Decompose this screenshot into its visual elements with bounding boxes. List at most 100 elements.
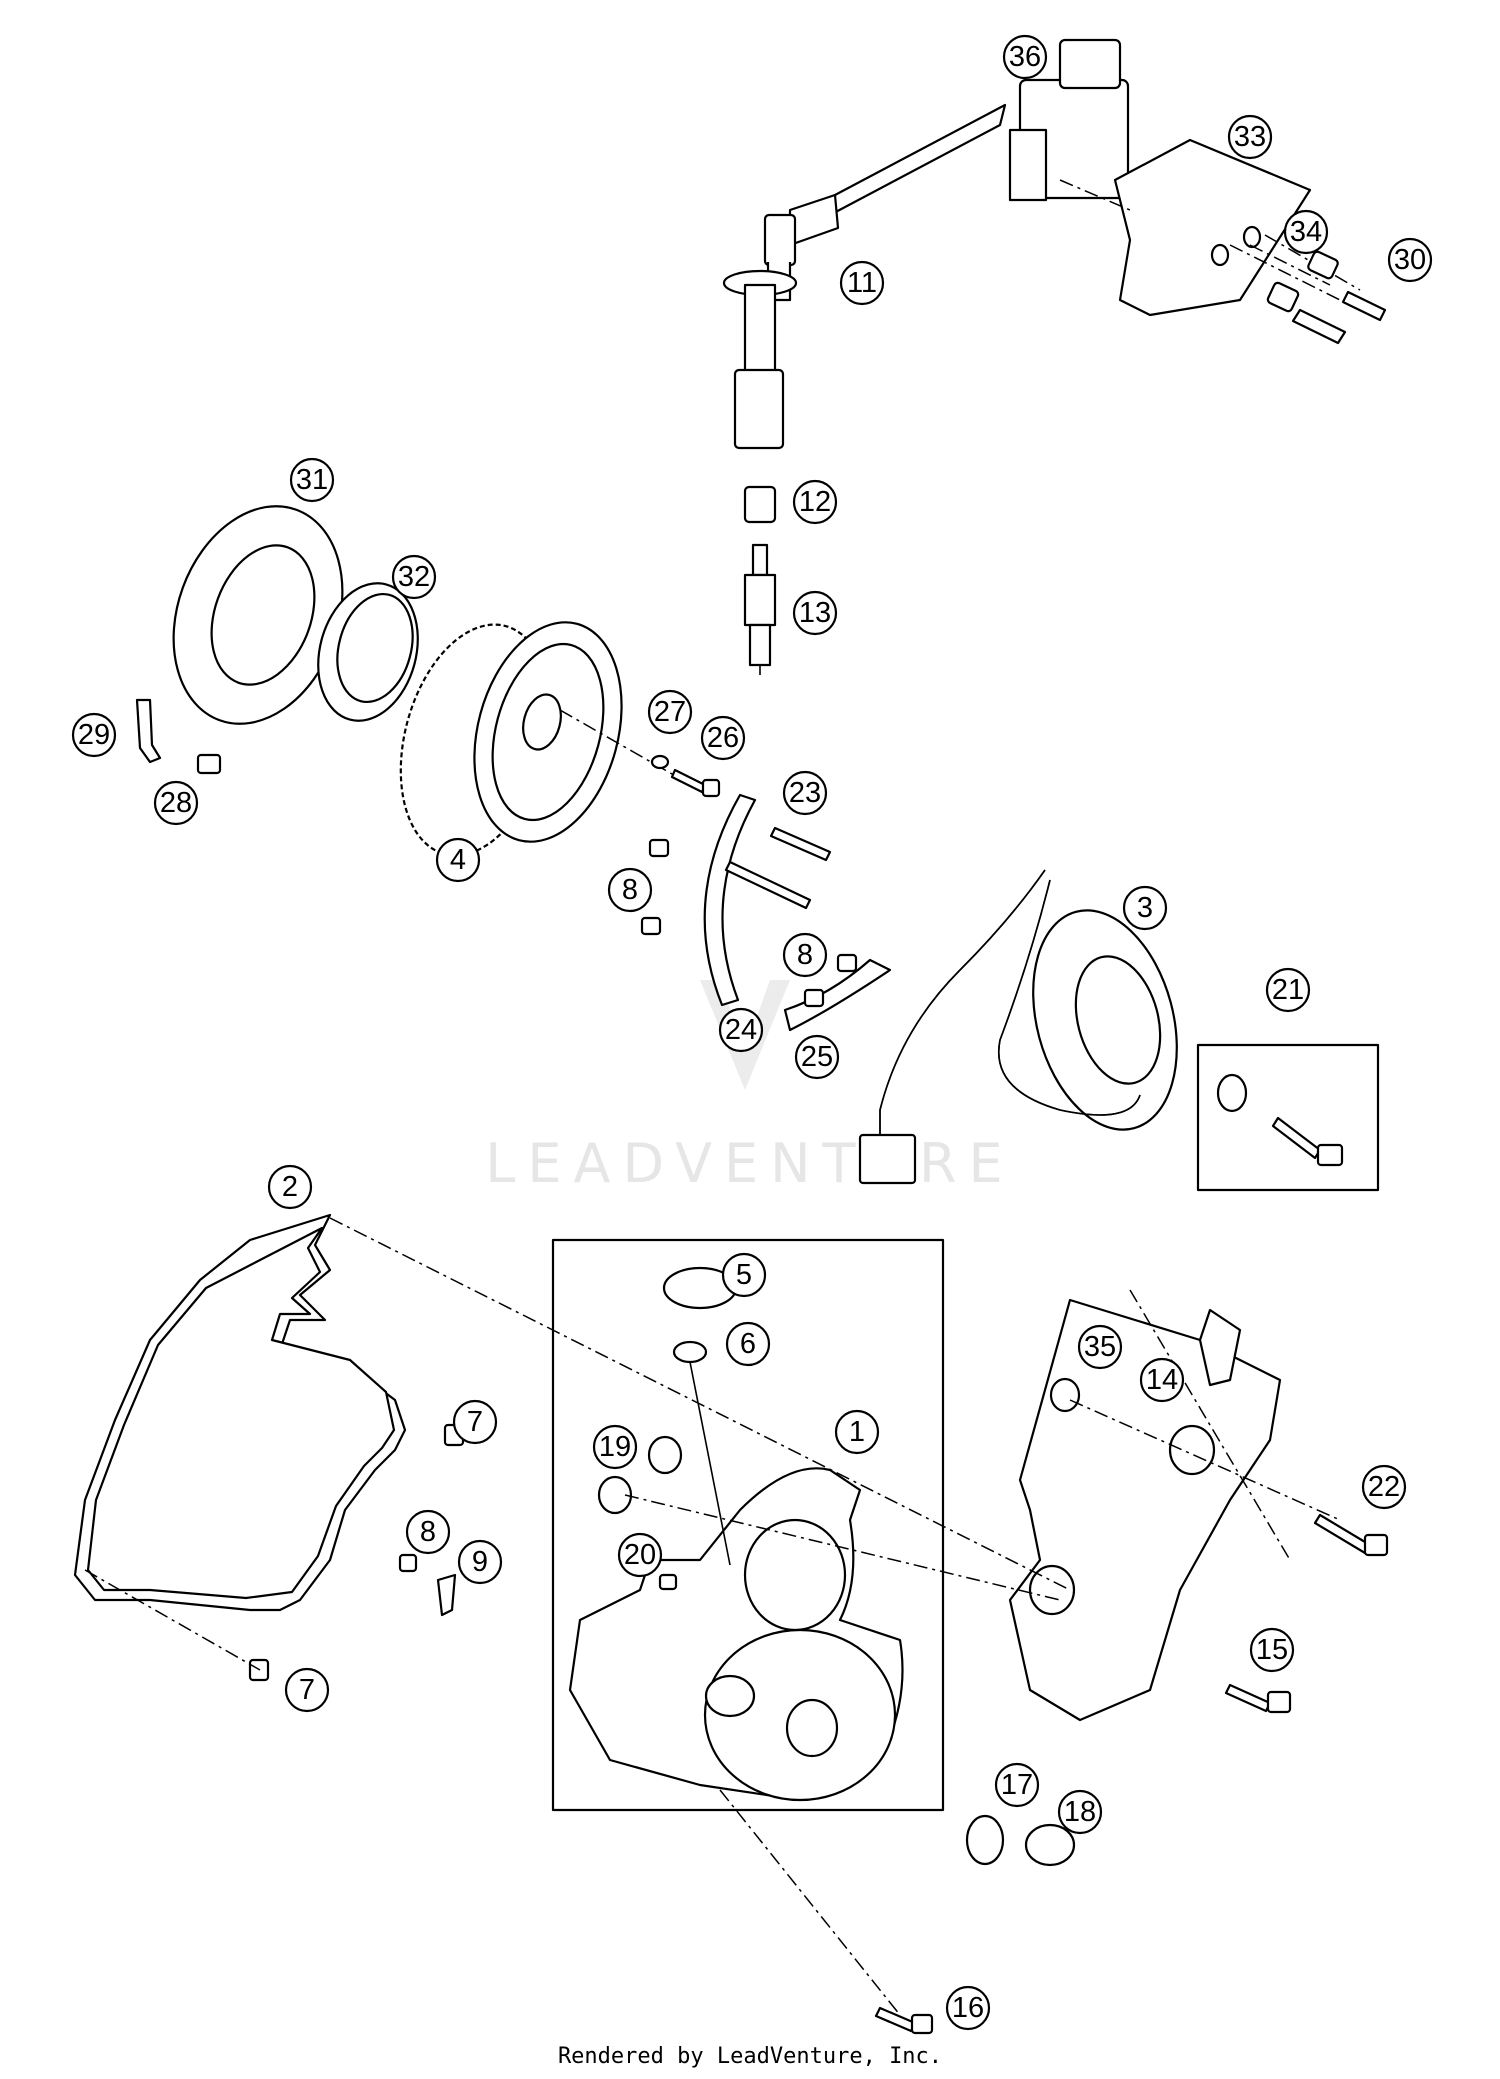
guide-bolts [640, 826, 858, 1008]
svg-text:28: 28 [160, 787, 192, 819]
stator-harness [858, 869, 1141, 1185]
callout-6: 6 [725, 1321, 771, 1367]
svg-text:36: 36 [1009, 41, 1041, 73]
callout-12: 12 [792, 479, 838, 525]
callout-5: 5 [721, 1252, 767, 1298]
callout-19: 19 [592, 1424, 638, 1470]
chain-tensioner-rail [783, 958, 892, 1032]
callout-26: 26 [700, 715, 746, 761]
svg-text:11: 11 [847, 267, 877, 299]
spark-plug [743, 543, 777, 675]
svg-text:27: 27 [654, 696, 686, 728]
alignment-lines [84, 179, 1341, 2016]
svg-text:12: 12 [799, 486, 831, 518]
svg-text:19: 19 [599, 1431, 631, 1463]
svg-text:35: 35 [1084, 1331, 1116, 1363]
callout-20: 20 [617, 1532, 663, 1578]
svg-text:16: 16 [952, 1992, 984, 2024]
inner-cover [1008, 1298, 1282, 1722]
callout-15: 15 [1249, 1627, 1295, 1673]
render-credit: Rendered by LeadVenture, Inc. [557, 2044, 943, 2069]
flywheel [399, 621, 623, 857]
svg-text:25: 25 [801, 1041, 833, 1073]
callout-3: 3 [1122, 885, 1168, 931]
svg-text:29: 29 [78, 719, 110, 751]
callout-32: 32 [391, 554, 437, 600]
callout-1: 1 [834, 1409, 880, 1455]
callout-30: 30 [1387, 237, 1433, 283]
hardware-box [1196, 1043, 1380, 1192]
callout-31: 31 [289, 457, 335, 503]
svg-text:8: 8 [622, 874, 638, 906]
callout-33: 33 [1227, 114, 1273, 160]
callout-7: 7 [452, 1399, 498, 1445]
svg-text:15: 15 [1256, 1634, 1288, 1666]
svg-text:7: 7 [299, 1674, 315, 1706]
gasket [73, 1213, 407, 1612]
callout-36: 36 [1002, 34, 1048, 80]
ignition-coil [763, 38, 1130, 302]
callout-9: 9 [457, 1539, 503, 1585]
callout-14: 14 [1139, 1357, 1185, 1403]
callout-25: 25 [794, 1034, 840, 1080]
callout-18: 18 [1057, 1789, 1103, 1835]
svg-text:6: 6 [740, 1328, 756, 1360]
callout-8: 8 [405, 1509, 451, 1555]
svg-text:8: 8 [797, 939, 813, 971]
svg-text:7: 7 [467, 1406, 483, 1438]
callout-8: 8 [782, 932, 828, 978]
svg-text:2: 2 [282, 1171, 298, 1203]
callout-16: 16 [945, 1985, 991, 2031]
callout-7: 7 [284, 1667, 330, 1713]
svg-text:21: 21 [1272, 974, 1304, 1006]
svg-text:26: 26 [707, 722, 739, 754]
callout-34: 34 [1283, 209, 1329, 255]
svg-text:8: 8 [420, 1516, 436, 1548]
sensor-clip [135, 698, 222, 775]
callout-27: 27 [647, 689, 693, 735]
stator [1032, 909, 1178, 1131]
callout-29: 29 [71, 712, 117, 758]
svg-text:33: 33 [1234, 121, 1266, 153]
callout-13: 13 [792, 590, 838, 636]
ignition-cover [568, 1467, 904, 1802]
callout-4: 4 [435, 837, 481, 883]
callout-2: 2 [267, 1164, 313, 1210]
svg-text:34: 34 [1290, 216, 1322, 248]
svg-text:13: 13 [799, 597, 831, 629]
callout-24: 24 [718, 1007, 764, 1053]
svg-text:32: 32 [398, 561, 430, 593]
svg-text:5: 5 [736, 1259, 752, 1291]
seal-and-plug [965, 1814, 1076, 1867]
callout-8: 8 [607, 867, 653, 913]
watermark-text: LEADVENTURE [485, 1132, 1014, 1195]
bushings-and-bolts [248, 1377, 1389, 2035]
callout-21: 21 [1265, 967, 1311, 1013]
svg-text:23: 23 [789, 777, 821, 809]
callout-22: 22 [1361, 1464, 1407, 1510]
svg-text:9: 9 [472, 1546, 488, 1578]
svg-text:20: 20 [624, 1539, 656, 1571]
svg-text:17: 17 [1001, 1769, 1033, 1801]
flywheel-cover [172, 505, 344, 725]
callout-11: 11 [839, 260, 885, 306]
plug-connector [743, 485, 777, 524]
svg-text:14: 14 [1146, 1364, 1178, 1396]
flywheel-bolt [559, 709, 721, 798]
svg-text:3: 3 [1137, 892, 1153, 924]
coil-bracket [1113, 138, 1312, 317]
spark-plug-lead [722, 269, 798, 450]
leadventure-watermark: LEADVENTURE [485, 980, 1014, 1195]
svg-text:18: 18 [1064, 1796, 1096, 1828]
svg-text:4: 4 [450, 844, 466, 876]
callout-35: 35 [1077, 1324, 1123, 1370]
spacer-ring [317, 582, 419, 722]
svg-text:1: 1 [849, 1416, 865, 1448]
callout-23: 23 [782, 770, 828, 816]
svg-text:22: 22 [1368, 1471, 1400, 1503]
callout-17: 17 [994, 1762, 1040, 1808]
chain-guide [703, 793, 757, 1007]
callout-28: 28 [153, 780, 199, 826]
svg-text:30: 30 [1394, 244, 1426, 276]
